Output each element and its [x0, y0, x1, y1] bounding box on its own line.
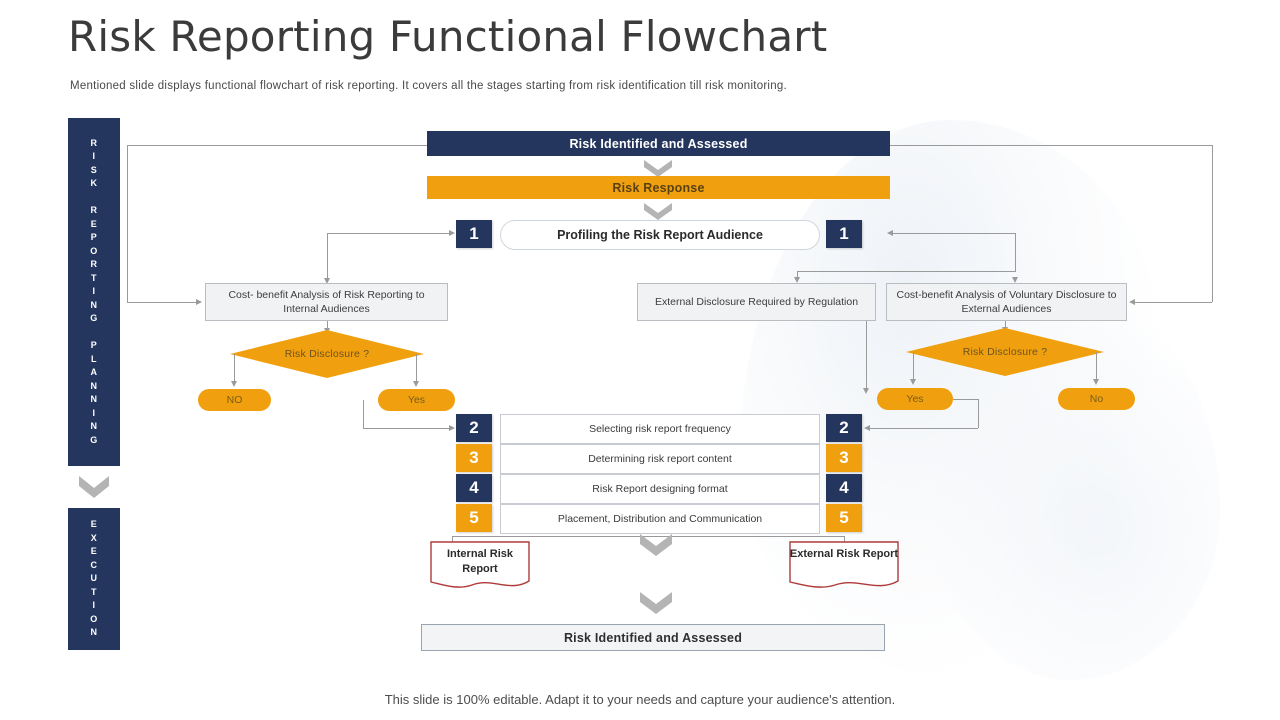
connector-right-decision-no	[1096, 352, 1097, 380]
connector-right-yes-left	[870, 428, 978, 429]
connector-internal-to-decision	[327, 321, 328, 330]
chevron-down-icon-response	[644, 203, 672, 220]
profiling-audience-box: Profiling the Risk Report Audience	[500, 220, 820, 250]
external-regulation-box: External Disclosure Required by Regulati…	[637, 283, 876, 321]
left-decision-diamond: Risk Disclosure ?	[230, 330, 424, 378]
step-badge-3-left: 3	[456, 444, 492, 472]
phase-rail-planning-label: R I S K R E P O R T I N G P L A N N I N …	[90, 137, 98, 445]
step-badge-2-right: 2	[826, 414, 862, 442]
arrow-right-into-badge1-left	[449, 229, 455, 236]
connector-left-down	[127, 145, 128, 302]
connector-external-regulation-down	[866, 321, 867, 389]
connector-left-decision-yes	[416, 354, 417, 382]
arrow-down-into-yes-pill-right	[909, 379, 916, 385]
connector-right-down	[1212, 145, 1213, 302]
external-risk-report-doc: External Risk Report	[789, 541, 899, 591]
page-title: Risk Reporting Functional Flowchart	[68, 12, 828, 61]
chevron-down-icon-reports	[640, 592, 672, 614]
right-decision-label: Risk Disclosure ?	[962, 346, 1048, 358]
chevron-down-icon-top	[644, 160, 672, 177]
risk-response-bar: Risk Response	[427, 176, 890, 199]
left-yes-pill: Yes	[378, 389, 455, 411]
step-badge-4-left: 4	[456, 474, 492, 502]
connector-into-external-reg	[797, 271, 798, 279]
connector-branch-down-internal	[327, 233, 328, 279]
left-decision-label: Risk Disclosure ?	[284, 348, 370, 360]
connector-right-into-external-box	[1135, 302, 1212, 303]
right-yes-pill: Yes	[877, 388, 953, 410]
connector-right-split	[797, 271, 1016, 272]
connector-into-badge1-left	[327, 233, 449, 234]
phase-rail-execution: E X E C U T I O N	[68, 508, 120, 650]
connector-right-yes-down	[978, 399, 979, 428]
bottom-risk-identified-bar: Risk Identified and Assessed	[421, 624, 885, 651]
internal-risk-report-doc: Internal Risk Report	[430, 541, 530, 591]
arrow-left-into-badge1-right	[887, 229, 893, 236]
connector-topbar-to-left	[127, 145, 427, 146]
left-no-pill: NO	[198, 389, 271, 411]
arrow-right-into-step2-left-badge	[449, 424, 455, 431]
internal-cost-benefit-box: Cost- benefit Analysis of Risk Reporting…	[205, 283, 448, 321]
step-row-2: Selecting risk report frequency	[500, 414, 820, 444]
external-risk-report-label: External Risk Report	[789, 548, 899, 560]
arrow-left-into-step2-right-badge	[864, 424, 870, 431]
arrow-down-into-internal-box	[323, 278, 330, 284]
arrow-down-into-external-cost-box	[1011, 277, 1018, 283]
arrow-down-into-no-pill	[230, 381, 237, 387]
external-cost-benefit-box: Cost-benefit Analysis of Voluntary Discl…	[886, 283, 1127, 321]
internal-risk-report-label: Internal Risk Report	[446, 548, 514, 575]
connector-left-into-internal-box	[127, 302, 197, 303]
step-badge-5-right: 5	[826, 504, 862, 532]
connector-left-decision-no	[234, 354, 235, 382]
connector-steps-to-internal-report	[452, 536, 453, 543]
rail-chevron-down-icon	[79, 476, 109, 498]
document-shape-icon	[789, 541, 899, 588]
connector-right-yes-right	[953, 399, 979, 400]
connector-left-yes-down	[363, 400, 364, 428]
connector-external-to-decision	[1005, 321, 1006, 329]
connector-topbar-to-right	[890, 145, 1212, 146]
connector-branch-down-right	[1015, 233, 1016, 271]
arrow-down-into-no-pill-right	[1092, 379, 1099, 385]
step-row-5: Placement, Distribution and Communicatio…	[500, 504, 820, 534]
footer-note: This slide is 100% editable. Adapt it to…	[384, 692, 896, 707]
arrow-down-into-yes-pill-left	[412, 381, 419, 387]
phase-rail-execution-label: E X E C U T I O N	[90, 519, 98, 638]
step-badge-1-left: 1	[456, 220, 492, 248]
connector-into-badge1-right	[893, 233, 1015, 234]
step-row-3: Determining risk report content	[500, 444, 820, 474]
arrow-left-into-external-cost-box	[1129, 298, 1135, 305]
right-decision-diamond: Risk Disclosure ?	[906, 328, 1104, 376]
step-badge-5-left: 5	[456, 504, 492, 532]
arrow-down-into-external-regulation-box	[793, 277, 800, 283]
step-badge-4-right: 4	[826, 474, 862, 502]
step-badge-1-right: 1	[826, 220, 862, 248]
step-badge-3-right: 3	[826, 444, 862, 472]
connector-steps-to-reports	[452, 536, 844, 537]
connector-left-yes-right	[363, 428, 449, 429]
connector-steps-to-external-report	[844, 536, 845, 543]
phase-rail-planning: R I S K R E P O R T I N G P L A N N I N …	[68, 118, 120, 466]
page-subtitle: Mentioned slide displays functional flow…	[70, 80, 787, 92]
arrow-right-into-internal-box	[196, 298, 202, 305]
arrow-down-from-external-regulation	[862, 388, 869, 394]
risk-identified-bar: Risk Identified and Assessed	[427, 131, 890, 156]
connector-right-decision-yes	[913, 352, 914, 380]
step-badge-2-left: 2	[456, 414, 492, 442]
chevron-down-icon-steps	[640, 534, 672, 556]
document-shape-icon	[430, 541, 530, 588]
right-no-pill: No	[1058, 388, 1135, 410]
step-row-4: Risk Report designing format	[500, 474, 820, 504]
